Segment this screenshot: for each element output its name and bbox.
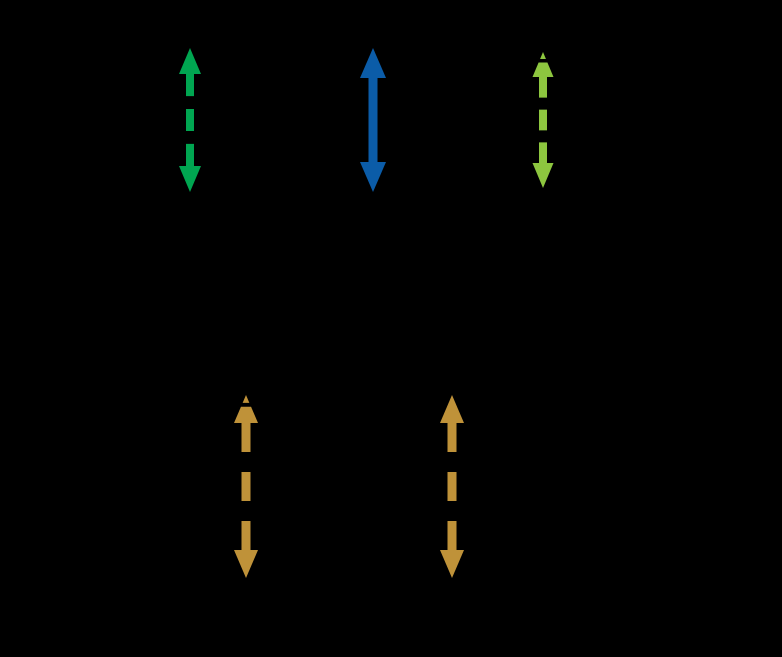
arrow-layer [179,48,554,578]
arrow-ochre-left-head-bottom [234,550,258,578]
arrow-light-green [532,52,554,188]
arrow-ochre-right [440,395,464,578]
arrow-green-head-top [179,48,201,74]
arrow-light-green-head-top-tip [540,52,546,59]
arrow-ochre-left [234,395,258,578]
arrow-blue-head-top [360,48,386,78]
arrow-light-green-head-top-body [532,62,554,77]
arrow-ochre-right-head-bottom [440,550,464,578]
arrow-ochre-left-head-top-body [234,406,258,423]
arrow-ochre-right-head-top [440,395,464,423]
arrow-green [179,48,201,192]
arrow-blue-head-bottom [360,162,386,192]
arrow-light-green-head-bottom [532,163,554,188]
arrow-green-head-bottom [179,166,201,192]
arrow-ochre-left-head-top-tip [242,395,250,403]
arrow-blue [360,48,386,192]
